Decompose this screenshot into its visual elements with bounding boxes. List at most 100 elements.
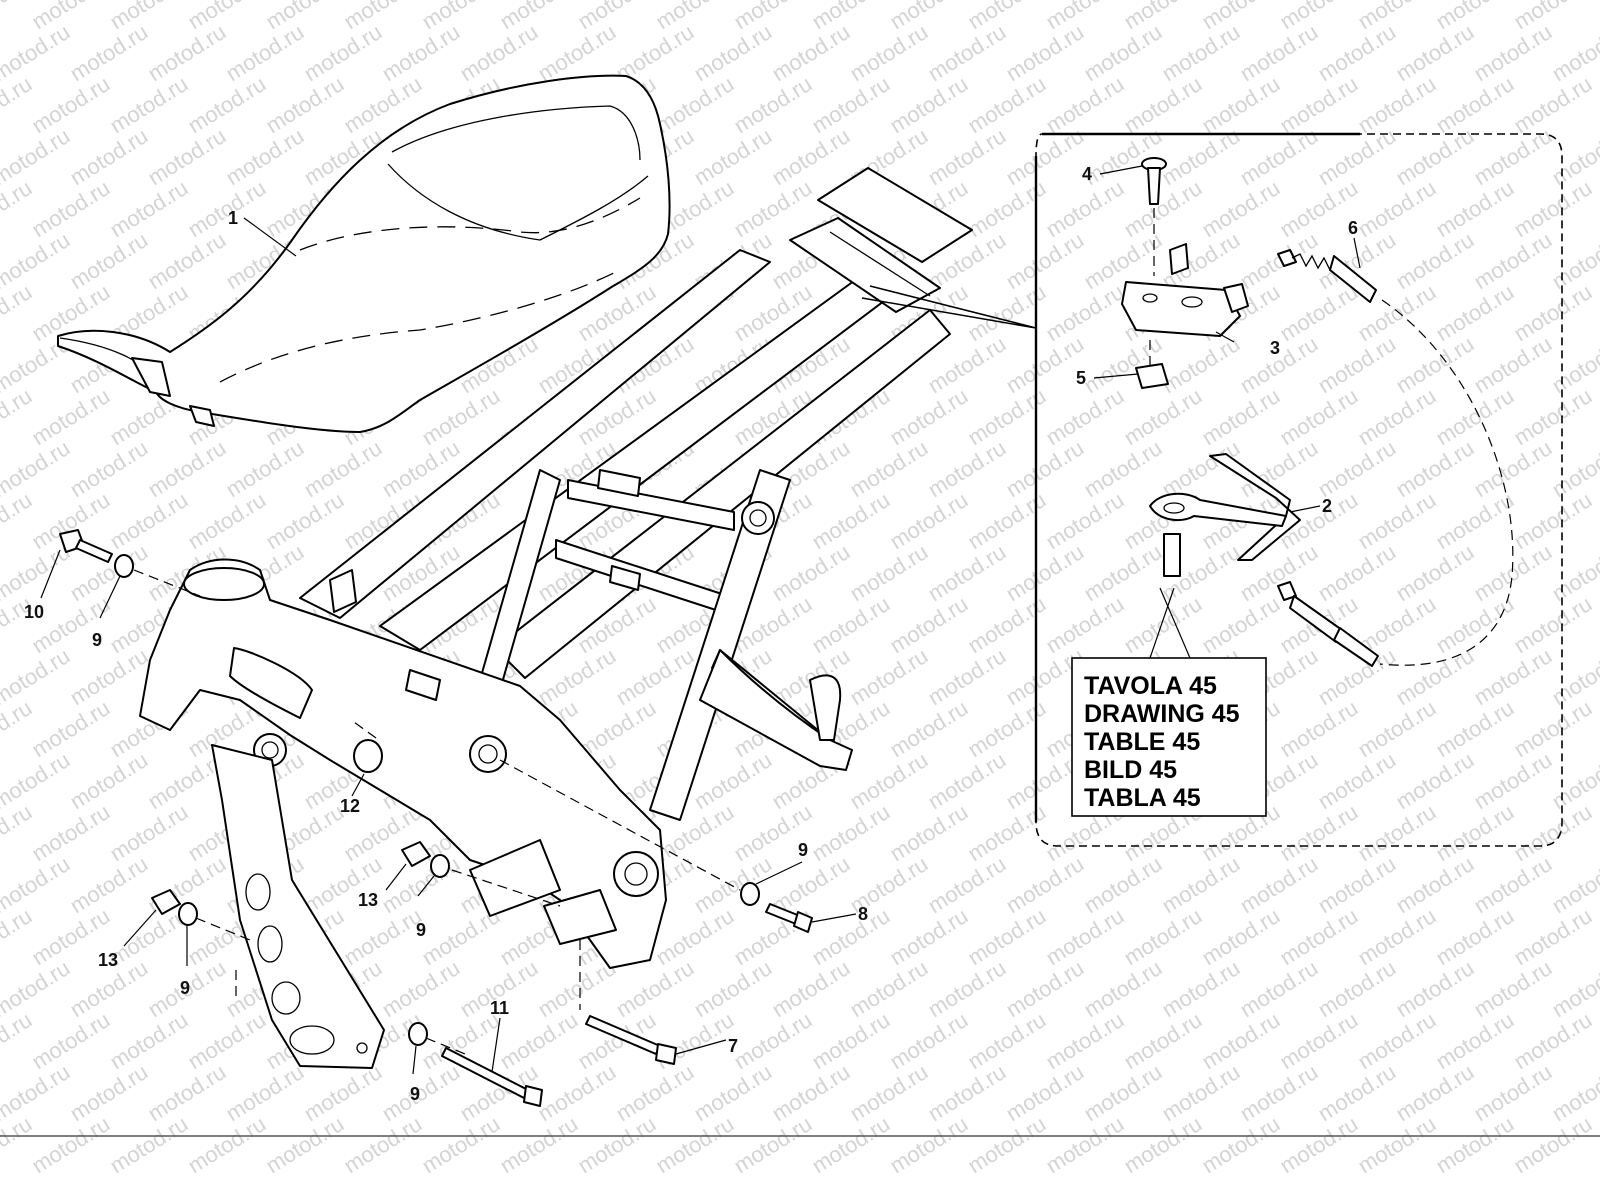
watermark-text: motod.ru — [1119, 591, 1206, 658]
watermark-text: motod.ru — [1079, 1059, 1166, 1126]
callout-11: 11 — [490, 998, 509, 1018]
watermark-text: motod.ru — [885, 71, 972, 138]
watermark-text: motod.ru — [1079, 539, 1166, 606]
watermark-text: motod.ru — [1509, 383, 1596, 450]
callout-9-washer-center: 9 — [416, 920, 426, 940]
watermark-text: motod.ru — [573, 0, 660, 34]
watermark-text: motod.ru — [963, 1007, 1050, 1074]
watermark-text: motod.ru — [261, 71, 348, 138]
watermark-text: motod.ru — [845, 19, 932, 86]
watermark-text: motod.ru — [1391, 19, 1478, 86]
watermark-text: motod.ru — [1313, 19, 1400, 86]
watermark-text: motod.ru — [1431, 1111, 1518, 1178]
watermark-text: motod.ru — [533, 1059, 620, 1126]
reference-line-5: TABLA 45 — [1084, 784, 1201, 812]
watermark-text: motod.ru — [767, 955, 854, 1022]
watermark-text: motod.ru — [377, 19, 464, 86]
watermark-text: motod.ru — [1235, 955, 1322, 1022]
watermark-text: motod.ru — [417, 0, 504, 34]
watermark-text: motod.ru — [963, 695, 1050, 762]
watermark-text: motod.ru — [1041, 279, 1128, 346]
watermark-text: motod.ru — [651, 0, 738, 34]
watermark-text: motod.ru — [845, 643, 932, 710]
watermark-text: motod.ru — [729, 1111, 816, 1178]
watermark-text: motod.ru — [1197, 175, 1284, 242]
watermark-text: motod.ru — [963, 1111, 1050, 1178]
watermark-text: motod.ru — [105, 0, 192, 34]
leader-lines — [40, 165, 1361, 1075]
watermark-text: motod.ru — [767, 123, 854, 190]
watermark-text: motod.ru — [1197, 383, 1284, 450]
watermark-text: motod.ru — [1079, 19, 1166, 86]
watermark-text: motod.ru — [1469, 851, 1556, 918]
watermark-text: motod.ru — [1275, 1111, 1362, 1178]
watermark-text: motod.ru — [1509, 903, 1596, 970]
watermark-text: motod.ru — [27, 1111, 114, 1178]
watermark-text: motod.ru — [963, 383, 1050, 450]
watermark-text: motod.ru — [1119, 383, 1206, 450]
watermark-text: motod.ru — [651, 1111, 738, 1178]
reference-line-1: TAVOLA 45 — [1084, 672, 1217, 700]
callout-9-washer-lower-left: 9 — [180, 978, 190, 998]
watermark-text: motod.ru — [1079, 851, 1166, 918]
watermark-text: motod.ru — [1119, 71, 1206, 138]
watermark-text: motod.ru — [1391, 747, 1478, 814]
watermark-text: motod.ru — [923, 851, 1010, 918]
watermark-text: motod.ru — [1431, 71, 1518, 138]
watermark-text: motod.ru — [807, 799, 894, 866]
watermark-text: motod.ru — [845, 539, 932, 606]
watermark-text: motod.ru — [1119, 175, 1206, 242]
watermark-text: motod.ru — [1353, 1111, 1440, 1178]
watermark-text: motod.ru — [1041, 487, 1128, 554]
watermark-text: motod.ru — [1197, 0, 1284, 34]
watermark-text: motod.ru — [0, 695, 36, 762]
watermark-text: motod.ru — [767, 19, 854, 86]
watermark-text: motod.ru — [221, 19, 308, 86]
watermark-text: motod.ru — [27, 1007, 114, 1074]
watermark-text: motod.ru — [807, 71, 894, 138]
watermark-text: motod.ru — [183, 1111, 270, 1178]
watermark-text: motod.ru — [651, 71, 738, 138]
watermark-text: motod.ru — [1353, 383, 1440, 450]
watermark-text: motod.ru — [963, 903, 1050, 970]
watermark-text: motod.ru — [1275, 383, 1362, 450]
watermark-text: motod.ru — [963, 487, 1050, 554]
callout-9-washer-right: 9 — [798, 840, 808, 860]
watermark-text: motod.ru — [1275, 279, 1362, 346]
watermark-text: motod.ru — [885, 383, 972, 450]
watermark-text: motod.ru — [1509, 695, 1596, 762]
watermark-text: motod.ru — [1391, 227, 1478, 294]
watermark-text: motod.ru — [1431, 0, 1518, 34]
fasteners — [59, 529, 813, 1107]
watermark-text: motod.ru — [0, 1007, 36, 1074]
watermark-text: motod.ru — [689, 1059, 776, 1126]
watermark-text: motod.ru — [923, 123, 1010, 190]
watermark-text: motod.ru — [1041, 175, 1128, 242]
watermark-text: motod.ru — [1197, 903, 1284, 970]
watermark-text: motod.ru — [1509, 279, 1596, 346]
watermark-text: motod.ru — [377, 1059, 464, 1126]
watermark-text: motod.ru — [1313, 747, 1400, 814]
watermark-text: motod.ru — [1235, 851, 1322, 918]
watermark-text: motod.ru — [1235, 1059, 1322, 1126]
watermark-text: motod.ru — [807, 591, 894, 658]
watermark-text: motod.ru — [1041, 591, 1128, 658]
watermark-text: motod.ru — [1431, 799, 1518, 866]
watermark-text: motod.ru — [183, 71, 270, 138]
watermark-text: motod.ru — [1197, 71, 1284, 138]
watermark-text: motod.ru — [143, 123, 230, 190]
watermark-text: motod.ru — [1041, 0, 1128, 34]
watermark-text: motod.ru — [1119, 903, 1206, 970]
watermark-text: motod.ru — [65, 435, 152, 502]
watermark-text: motod.ru — [689, 19, 776, 86]
watermark-text: motod.ru — [1353, 1007, 1440, 1074]
watermark-text: motod.ru — [1469, 19, 1556, 86]
watermark-text: motod.ru — [1001, 331, 1088, 398]
watermark-text: motod.ru — [1313, 955, 1400, 1022]
watermark-text: motod.ru — [1391, 643, 1478, 710]
watermark-text: motod.ru — [1313, 331, 1400, 398]
callout-1: 1 — [228, 208, 238, 228]
watermark-text: motod.ru — [1353, 695, 1440, 762]
watermark-text: motod.ru — [767, 1059, 854, 1126]
watermark-text: motod.ru — [1119, 1111, 1206, 1178]
